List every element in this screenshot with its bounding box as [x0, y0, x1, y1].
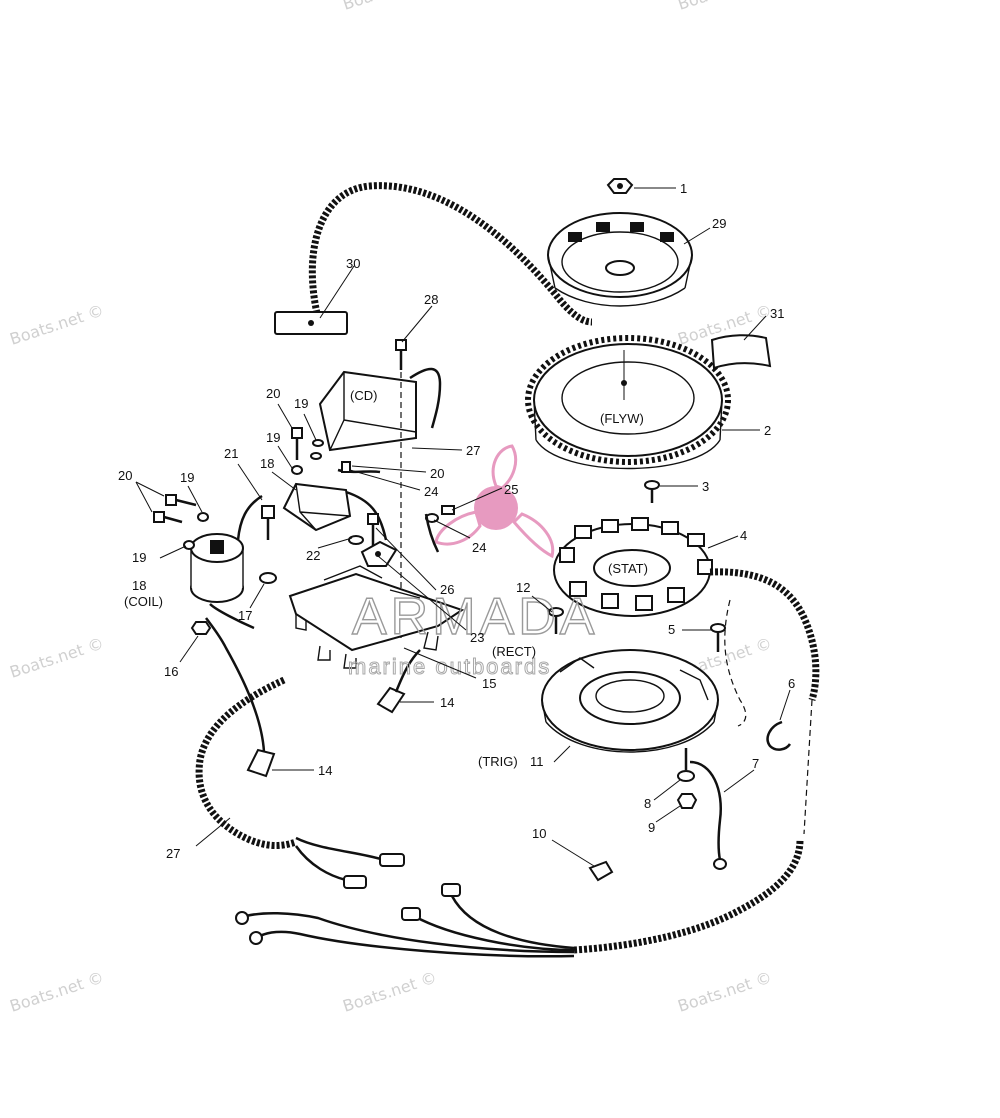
watermark-text: Boats.net ©	[7, 968, 106, 1016]
callout-2: 2	[764, 423, 771, 438]
callout-5: 5	[668, 622, 675, 637]
clip-6	[766, 720, 792, 751]
armada-logo	[434, 444, 555, 559]
callout-27: 27	[466, 443, 480, 458]
ground-lead-7	[689, 760, 722, 861]
callout-22: 22	[306, 548, 320, 563]
washer-17	[259, 572, 277, 584]
callout-15: 15	[482, 676, 496, 691]
clamp-10	[588, 860, 614, 882]
callout-18: 18	[132, 578, 146, 593]
screw-26	[367, 513, 379, 546]
watermark-text: Boats.net ©	[7, 634, 106, 682]
key-31	[710, 334, 772, 370]
main-harness-27	[195, 676, 813, 958]
watermark-text: Boats.net ©	[675, 968, 774, 1016]
callout-14: 14	[440, 695, 454, 710]
coil-18-rear	[282, 482, 388, 541]
callout-16: 16	[164, 664, 178, 679]
callout-11: 11	[530, 754, 544, 769]
callout-19: 19	[266, 430, 280, 445]
spark-plug-boot-14b	[205, 617, 276, 778]
callout-23: 23	[470, 630, 484, 645]
nut-16	[190, 621, 212, 635]
nut-9	[676, 793, 698, 809]
cd-module	[318, 367, 442, 452]
callout-18: 18	[260, 456, 274, 471]
tag-stat: (STAT)	[608, 561, 648, 576]
callout-12: 12	[516, 580, 530, 595]
callout-19: 19	[132, 550, 146, 565]
screw-5	[710, 623, 726, 652]
watermark-text: Boats.net ©	[7, 301, 106, 349]
callout-numbers: 1 29 30 28 31 2 3 4 5 6 7 8 9 10 11 12 1…	[118, 181, 795, 861]
screw-24-cd	[337, 461, 381, 474]
callout-24: 24	[472, 540, 486, 555]
tag-rect: (RECT)	[492, 644, 536, 659]
callout-26: 26	[440, 582, 454, 597]
callout-31: 31	[770, 306, 784, 321]
callout-4: 4	[740, 528, 747, 543]
flywheel-nut-1	[606, 178, 634, 194]
screw-12	[548, 607, 564, 634]
screw-20-cd	[291, 427, 303, 475]
callout-20: 20	[118, 468, 132, 483]
watermark-text: Boats.net ©	[340, 968, 439, 1016]
callout-7: 7	[752, 756, 759, 771]
callout-19: 19	[180, 470, 194, 485]
tag-cd: (CD)	[350, 388, 377, 403]
callout-21: 21	[224, 446, 238, 461]
callout-1: 1	[680, 181, 687, 196]
callout-30: 30	[346, 256, 360, 271]
bolt-3	[644, 480, 660, 503]
rectifier	[360, 540, 398, 567]
brand-watermark: ARMADA	[352, 588, 598, 646]
part-tags: (CD) (FLYW) (STAT) (COIL) (RECT) (TRIG)	[124, 388, 648, 769]
callout-14: 14	[318, 763, 332, 778]
washer-19-cd	[310, 439, 324, 460]
callout-27: 27	[166, 846, 180, 861]
trigger-11	[541, 599, 747, 753]
callout-6: 6	[788, 676, 795, 691]
callout-29: 29	[712, 216, 726, 231]
washer-22	[348, 535, 364, 545]
ignition-coil-18	[190, 494, 263, 630]
screw-20-coil	[153, 494, 197, 524]
ground-lead-terminal	[713, 858, 727, 870]
washer-8	[677, 748, 695, 782]
washer-19-coil	[183, 512, 209, 550]
leader-lines	[135, 187, 791, 867]
tag-trig: (TRIG)	[478, 754, 518, 769]
callout-28: 28	[424, 292, 438, 307]
flywheel-2	[525, 335, 731, 470]
callout-19: 19	[294, 396, 308, 411]
flywheel-cover-29	[547, 212, 693, 307]
watermark-text: Boats.net ©	[340, 0, 439, 14]
tag-flyw: (FLYW)	[600, 411, 644, 426]
callout-24: 24	[424, 484, 438, 499]
watermark-text: Boats.net ©	[675, 0, 774, 14]
tag-coil: (COIL)	[124, 594, 163, 609]
spark-plug-boot-14a	[376, 649, 421, 714]
callout-20: 20	[430, 466, 444, 481]
top-harness-30	[274, 182, 593, 335]
stator-4	[553, 517, 820, 702]
callout-25: 25	[504, 482, 518, 497]
bolt-21	[261, 505, 275, 540]
callout-9: 9	[648, 820, 655, 835]
callout-8: 8	[644, 796, 651, 811]
callout-3: 3	[702, 479, 709, 494]
callout-17: 17	[238, 608, 252, 623]
callout-10: 10	[532, 826, 546, 841]
callout-20: 20	[266, 386, 280, 401]
mounting-plate	[288, 565, 465, 669]
